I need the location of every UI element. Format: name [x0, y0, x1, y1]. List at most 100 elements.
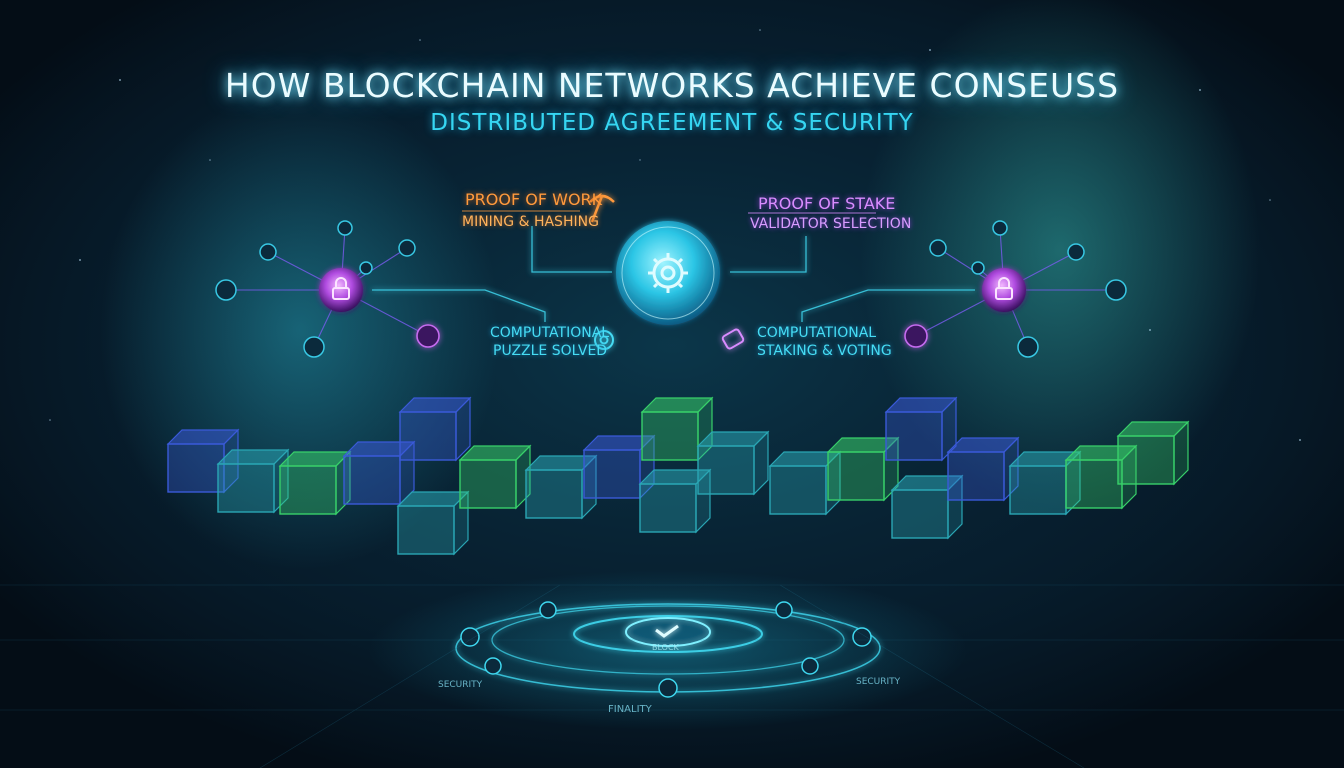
proof-of-stake-subtitle: VALIDATOR SELECTION [750, 216, 912, 232]
chain-block [398, 396, 472, 462]
chain-block [396, 490, 470, 556]
connector-lines [372, 226, 975, 322]
ring-nodes [460, 601, 872, 698]
left-padlock-icon [332, 277, 350, 300]
chain-block-front [343, 455, 401, 505]
chain-block [342, 440, 416, 506]
right-padlock-icon [995, 277, 1013, 300]
chain-block [946, 436, 1020, 502]
chain-block-front [525, 469, 583, 519]
chain-block-top [582, 435, 656, 451]
floor-grid [0, 584, 1344, 768]
chain-block [768, 450, 842, 516]
stake-token-icon [721, 328, 745, 350]
chain-block [1116, 420, 1190, 486]
chain-block-top [458, 445, 532, 461]
proof-of-stake-title: PROOF OF STAKE [758, 194, 896, 213]
pos-result-line2: STAKING & VOTING [757, 343, 892, 359]
hub-gear-icon [648, 253, 688, 293]
chain-block [216, 448, 290, 514]
ring-bottom-label: FINALITY [608, 704, 652, 715]
chain-block-front [217, 463, 275, 513]
chain-block [884, 396, 958, 462]
left-satellite-node [303, 336, 325, 358]
chain-block-top [398, 397, 472, 413]
chain-block-top [696, 431, 770, 447]
chain-block-front [1009, 465, 1067, 515]
chain-block [1008, 450, 1082, 516]
ring-node [658, 678, 678, 698]
page-title: HOW BLOCKCHAIN NETWORKS ACHIEVE CONSEUSS [224, 66, 1120, 105]
chain-block-front [459, 459, 517, 509]
chain-block-front [697, 445, 755, 495]
line-left-node-to-puzzle [372, 289, 546, 322]
left-satellite-node-purple [416, 324, 440, 348]
ring-node [539, 601, 557, 619]
pickaxe-icon [589, 194, 615, 223]
left-satellite-node [359, 261, 373, 275]
ring-node [775, 601, 793, 619]
ring-right-label: SECURITY [856, 677, 901, 687]
chain-block-top [638, 469, 712, 485]
chain-block-front [583, 449, 641, 499]
chain-block-front [397, 505, 455, 555]
right-satellite-node-purple [904, 324, 928, 348]
left-network [215, 220, 440, 358]
chain-block [826, 436, 900, 502]
chain-block-front [769, 465, 827, 515]
chain-block-front [1065, 459, 1123, 509]
right-satellite-node [929, 239, 947, 257]
chain-block-top [524, 455, 598, 471]
chain-block-top [216, 449, 290, 465]
chain-block-top [396, 491, 470, 507]
right-satellite-node [1105, 279, 1127, 301]
left-satellite-node [398, 239, 416, 257]
chain-block [638, 468, 712, 534]
proof-of-work-title: PROOF OF WORK [465, 190, 603, 209]
right-satellite-node [1067, 243, 1085, 261]
ring-checkmark-icon [655, 624, 679, 638]
stars [49, 29, 1301, 441]
chain-block-top [1116, 421, 1190, 437]
chain-block-front [827, 451, 885, 501]
line-right-node-to-stake [801, 289, 975, 322]
chain-block-front [1117, 435, 1175, 485]
chain-block-top [890, 475, 964, 491]
left-node-hub [319, 268, 363, 312]
ring-node [484, 657, 502, 675]
left-satellite-node [215, 279, 237, 301]
chain-block [640, 396, 714, 462]
chain-block-top [342, 441, 416, 457]
chain-block [166, 428, 240, 494]
chain-block-front [891, 489, 949, 539]
chain-block-front [399, 411, 457, 461]
pos-result-line1: COMPUTATIONAL [757, 325, 877, 341]
nebula-right [860, 0, 1260, 510]
right-satellite-node [1017, 336, 1039, 358]
page-subtitle: DISTRIBUTED AGREEMENT & SECURITY [430, 110, 914, 136]
chain-block-front [167, 443, 225, 493]
blockchain-blocks [166, 396, 1190, 556]
ring-node [460, 627, 480, 647]
chain-block [458, 444, 532, 510]
left-satellite-node [337, 220, 353, 236]
proof-of-work-subtitle: MINING & HASHING [462, 214, 599, 230]
chain-block-front [279, 465, 337, 515]
ring-node [801, 657, 819, 675]
chain-block-top [946, 437, 1020, 453]
chain-block-front [885, 411, 943, 461]
right-network [904, 220, 1127, 358]
chain-block-front [639, 483, 697, 533]
ring-center-label: BLOCK [652, 643, 679, 652]
chain-block-front [947, 451, 1005, 501]
floor-glow [368, 570, 968, 730]
chain-block [696, 430, 770, 496]
right-satellite-node [971, 261, 985, 275]
right-node-hub [982, 268, 1026, 312]
chain-block [890, 474, 964, 540]
chain-block [524, 454, 598, 520]
pow-result-line2: PUZZLE SOLVED [493, 343, 608, 359]
puzzle-gear-icon [594, 330, 614, 350]
line-pow-to-hub [531, 226, 612, 273]
